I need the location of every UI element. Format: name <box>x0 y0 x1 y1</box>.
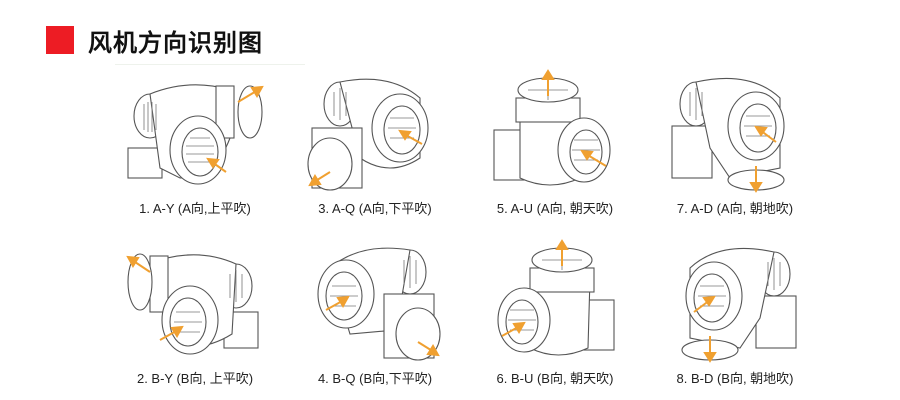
diagram-b-u: 6. B-U (B向, 朝天吹) <box>470 232 640 396</box>
section-header: 风机方向识别图 <box>46 26 263 57</box>
diagram-a-y: 1. A-Y (A向,上平吹) <box>110 62 280 226</box>
diagram-a-d: 7. A-D (A向, 朝地吹) <box>650 62 820 226</box>
red-square-marker-icon <box>46 26 74 54</box>
diagram-b-y: 2. B-Y (B向, 上平吹) <box>110 232 280 396</box>
diagram-a-q: 3. A-Q (A向,下平吹) <box>290 62 460 226</box>
diagram-caption: 1. A-Y (A向,上平吹) <box>139 201 251 216</box>
page-title: 风机方向识别图 <box>88 27 263 57</box>
diagram-b-q: 4. B-Q (B向,下平吹) <box>290 232 460 396</box>
diagram-caption: 8. B-D (B向, 朝地吹) <box>676 371 794 386</box>
fan-b-u-illustration-icon <box>497 239 615 356</box>
diagram-caption: 7. A-D (A向, 朝地吹) <box>676 201 794 216</box>
diagram-b-d: 8. B-D (B向, 朝地吹) <box>650 232 820 396</box>
diagram-caption: 4. B-Q (B向,下平吹) <box>317 371 433 386</box>
fan-b-y-illustration-icon <box>126 253 259 355</box>
fan-b-d-illustration-icon <box>681 247 797 363</box>
diagram-caption: 3. A-Q (A向,下平吹) <box>318 201 432 216</box>
divider <box>115 64 305 65</box>
fan-a-d-illustration-icon <box>671 77 785 193</box>
fan-a-q-illustration-icon <box>307 78 429 191</box>
diagram-caption: 5. A-U (A向, 朝天吹) <box>496 201 614 216</box>
diagram-caption: 2. B-Y (B向, 上平吹) <box>136 371 254 386</box>
fan-direction-grid: 1. A-Y (A向,上平吹) 3. A-Q (A向,下平吹) <box>110 62 830 398</box>
diagram-a-u: 5. A-U (A向, 朝天吹) <box>470 62 640 226</box>
fan-a-y-illustration-icon <box>127 84 264 185</box>
diagram-caption: 6. B-U (B向, 朝天吹) <box>496 371 614 386</box>
fan-b-q-illustration-icon <box>317 247 441 361</box>
fan-a-u-illustration-icon <box>493 69 611 186</box>
